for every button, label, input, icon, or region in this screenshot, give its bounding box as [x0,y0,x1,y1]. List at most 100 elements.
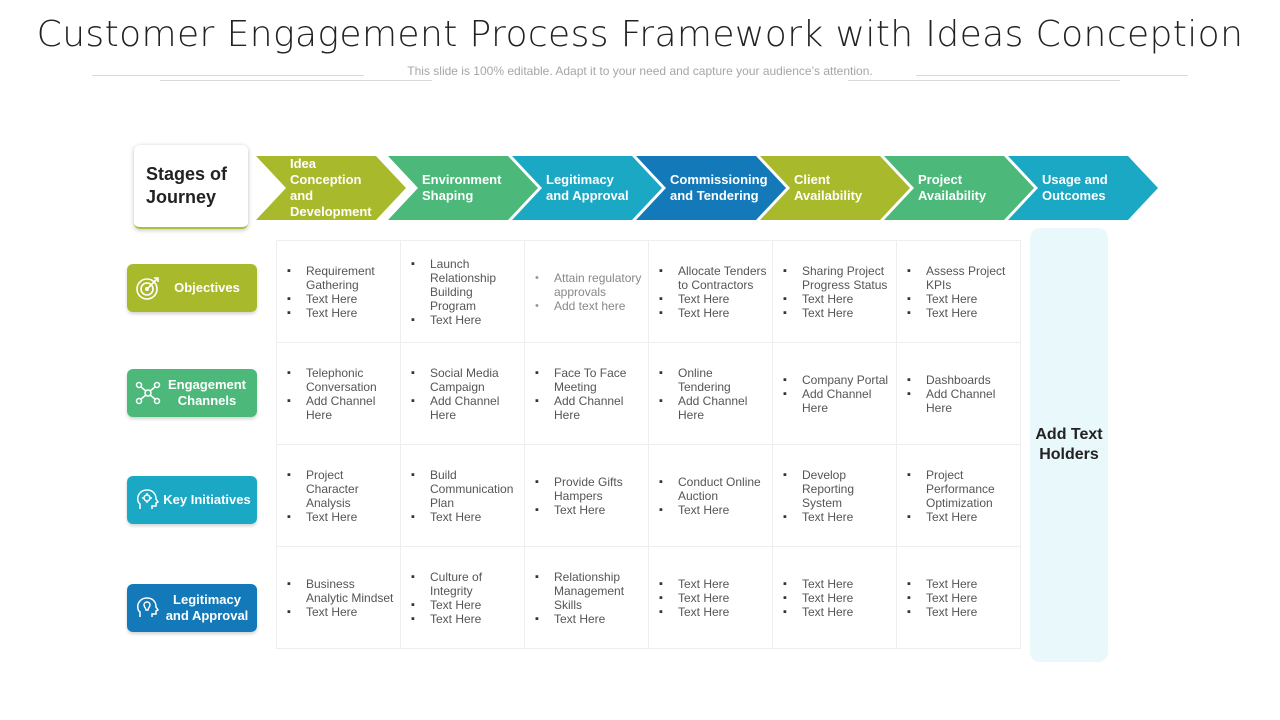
bullet-item: Text Here [907,510,1016,524]
text-holders-label: Add Text Holders [1035,426,1103,463]
row-label-2: Engagement Channels [127,369,257,417]
bullet-item: Text Here [659,591,768,605]
bullet-item: Add Channel Here [411,394,520,422]
bullet-item: Text Here [783,577,892,591]
grid-cell[interactable]: Text HereText HereText Here [773,547,897,649]
bullet-item: Add text here [535,299,644,313]
grid-cell[interactable]: Build Communication PlanText Here [401,445,525,547]
bullet-list: Assess Project KPIsText HereText Here [907,264,1016,320]
stage-chevron-1: Idea Conception and Development [256,156,406,220]
bullet-list: Online TenderingAdd Channel Here [659,366,768,422]
bullet-list: Launch Relationship Building ProgramText… [411,257,520,327]
bullet-list: Provide Gifts HampersText Here [535,475,644,517]
grid-cell[interactable]: Company PortalAdd Channel Here [773,343,897,445]
bullet-list: Build Communication PlanText Here [411,468,520,524]
grid-cell[interactable]: DashboardsAdd Channel Here [897,343,1021,445]
grid-cell[interactable]: Face To Face MeetingAdd Channel Here [525,343,649,445]
bullet-list: Social Media CampaignAdd Channel Here [411,366,520,422]
bullet-item: Allocate Tenders to Contractors [659,264,768,292]
bullet-list: Face To Face MeetingAdd Channel Here [535,366,644,422]
stages-of-journey-box: Stages of Journey [134,145,248,229]
content-grid: Requirement GatheringText HereText HereL… [276,240,1021,649]
bullet-item: Sharing Project Progress Status [783,264,892,292]
bullet-item: Text Here [783,510,892,524]
row-label-4: Legitimacy and Approval [127,584,257,632]
grid-cell[interactable]: Text HereText HereText Here [897,547,1021,649]
grid-cell[interactable]: Conduct Online AuctionText Here [649,445,773,547]
bullet-list: Relationship Management SkillsText Here [535,570,644,626]
network-icon [127,380,161,406]
stage-label: Idea Conception and Development [290,156,372,219]
subtitle-divider-left-lower [160,80,432,81]
subtitle-divider-left [92,75,364,76]
head-idea-icon [127,595,161,621]
bullet-item: Add Channel Here [535,394,644,422]
bullet-item: Text Here [659,306,768,320]
grid-cell[interactable]: Business Analytic MindsetText Here [277,547,401,649]
grid-cell[interactable]: Attain regulatory approvalsAdd text here [525,241,649,343]
subtitle-divider-right-lower [848,80,1120,81]
grid-cell[interactable]: Telephonic ConversationAdd Channel Here [277,343,401,445]
bullet-list: Project Performance OptimizationText Her… [907,468,1016,524]
subtitle-divider-right [916,75,1188,76]
bullet-item: Company Portal [783,373,892,387]
bullet-item: Telephonic Conversation [287,366,396,394]
bullet-item: Text Here [659,503,768,517]
bullet-item: Text Here [287,292,396,306]
bullet-list: Text HereText HereText Here [783,577,892,619]
bullet-item: Build Communication Plan [411,468,520,510]
grid-cell[interactable]: Project Performance OptimizationText Her… [897,445,1021,547]
bullet-list: Project Character AnalysisText Here [287,468,396,524]
stage-label: Project Availability [918,172,987,203]
bullet-item: Social Media Campaign [411,366,520,394]
grid-cell[interactable]: Requirement GatheringText HereText Here [277,241,401,343]
bullet-item: Launch Relationship Building Program [411,257,520,313]
bullet-item: Business Analytic Mindset [287,577,396,605]
bullet-item: Text Here [411,612,520,626]
grid-cell[interactable]: Culture of IntegrityText HereText Here [401,547,525,649]
grid-cell[interactable]: Text HereText HereText Here [649,547,773,649]
stage-label: Legitimacy and Approval [546,172,629,203]
bullet-list: Business Analytic MindsetText Here [287,577,396,619]
subtitle-bar: This slide is 100% editable. Adapt it to… [92,62,1188,82]
stages-of-journey-label: Stages of Journey [146,164,228,207]
bullet-item: Text Here [907,605,1016,619]
bullet-item: Text Here [907,292,1016,306]
bullet-item: Conduct Online Auction [659,475,768,503]
bullet-item: Culture of Integrity [411,570,520,598]
stage-chevron-2: Environment Shaping [388,156,538,220]
grid-cell[interactable]: Develop Reporting SystemText Here [773,445,897,547]
bullet-item: Text Here [907,577,1016,591]
bullet-item: Text Here [287,510,396,524]
grid-cell[interactable]: Online TenderingAdd Channel Here [649,343,773,445]
bullet-item: Text Here [287,306,396,320]
grid-cell[interactable]: Provide Gifts HampersText Here [525,445,649,547]
grid-cell[interactable]: Relationship Management SkillsText Here [525,547,649,649]
stage-label: Environment Shaping [422,172,502,203]
bullet-item: Add Channel Here [287,394,396,422]
row-label-3: Key Initiatives [127,476,257,524]
stage-label: Commissioning and Tendering [670,172,768,203]
text-holders-panel[interactable]: Add Text Holders [1030,228,1108,662]
bullet-item: Develop Reporting System [783,468,892,510]
grid-cell[interactable]: Project Character AnalysisText Here [277,445,401,547]
bullet-item: Text Here [659,292,768,306]
bullet-item: Relationship Management Skills [535,570,644,612]
bullet-list: Attain regulatory approvalsAdd text here [535,271,644,313]
stage-label: Usage and Outcomes [1042,172,1108,203]
grid-cell[interactable]: Allocate Tenders to ContractorsText Here… [649,241,773,343]
grid-cell[interactable]: Launch Relationship Building ProgramText… [401,241,525,343]
row-label-1: Objectives [127,264,257,312]
bullet-item: Text Here [907,306,1016,320]
bullet-item: Online Tendering [659,366,768,394]
grid-cell[interactable]: Social Media CampaignAdd Channel Here [401,343,525,445]
bullet-item: Text Here [659,605,768,619]
grid-cell[interactable]: Assess Project KPIsText HereText Here [897,241,1021,343]
grid-cell[interactable]: Sharing Project Progress StatusText Here… [773,241,897,343]
bullet-list: Company PortalAdd Channel Here [783,373,892,415]
bullet-list: Text HereText HereText Here [659,577,768,619]
bullet-item: Text Here [783,591,892,605]
row-label-text: Engagement Channels [167,377,246,408]
bullet-item: Text Here [411,598,520,612]
bullet-list: Develop Reporting SystemText Here [783,468,892,524]
